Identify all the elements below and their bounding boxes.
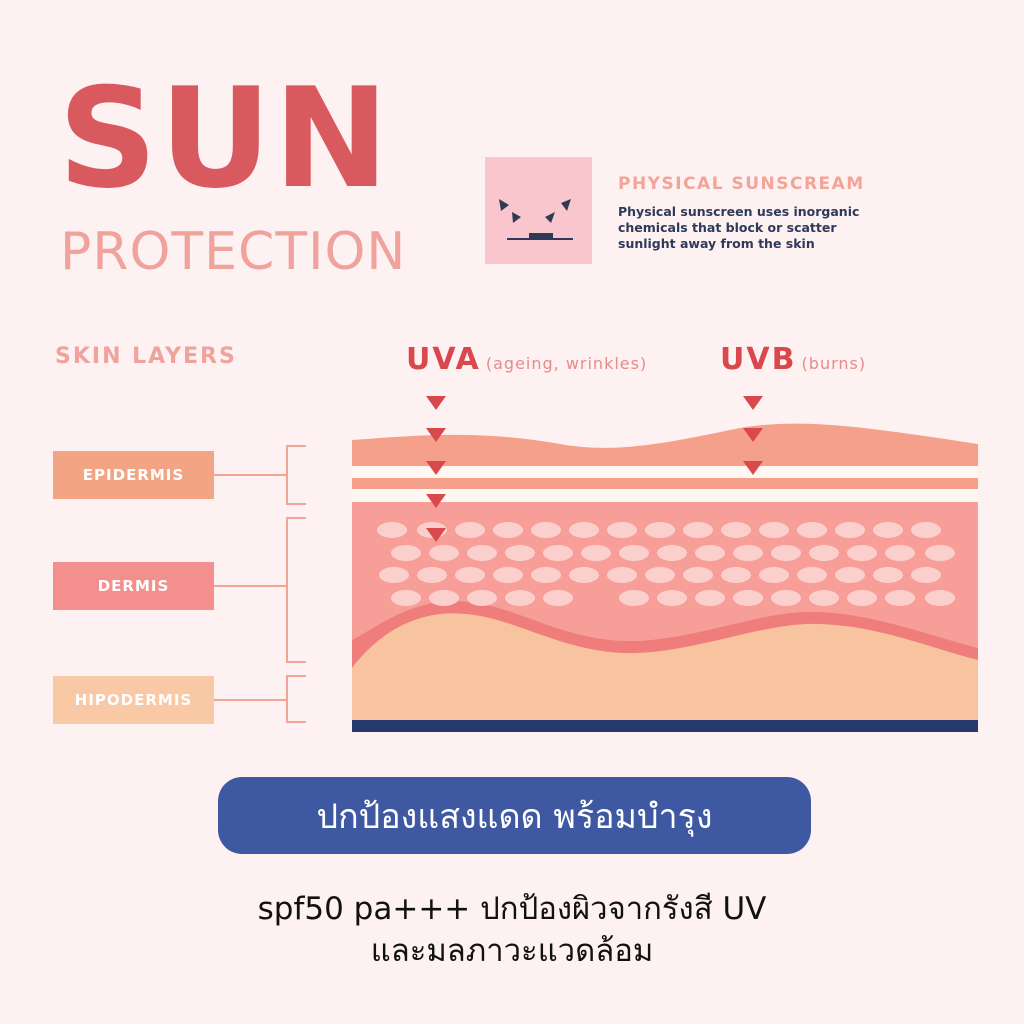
layer-brackets: [214, 445, 306, 723]
layer-label-epidermis: EPIDERMIS: [53, 451, 214, 499]
layer-label-dermis: DERMIS: [53, 562, 214, 610]
uva-arrows: [426, 396, 446, 542]
epidermis-bracket: [286, 445, 306, 505]
uvb-arrows: [743, 396, 763, 475]
epidermis-mid-layer: [352, 478, 978, 489]
uvb-arrow-icon: [743, 396, 763, 410]
uva-arrow-icon: [426, 396, 446, 410]
footer-line-2: และมลภาวะแวดล้อม: [370, 933, 654, 969]
sunscreen-reflect-icon: [485, 157, 592, 264]
epidermis-stripe-1: [352, 466, 978, 478]
dermis-bracket: [286, 517, 306, 663]
uvb-arrow-icon: [743, 461, 763, 475]
uva-arrow-icon: [426, 494, 446, 508]
footer-text: spf50 pa+++ ปกป้องผิวจากรังสี UV และมลภา…: [0, 888, 1024, 972]
banner-pill: ปกป้องแสงแดด พร้อมบำรุง: [218, 777, 811, 854]
dermis-border: [352, 601, 978, 668]
uva-arrow-icon: [426, 528, 446, 542]
uvb-arrow-icon: [743, 428, 763, 442]
uvb-note: (burns): [801, 354, 867, 373]
banner-text: ปกป้องแสงแดด พร้อมบำรุง: [316, 796, 713, 837]
epidermis-top-layer: [352, 423, 978, 466]
epidermis-stripe-2: [352, 489, 978, 502]
footer-line-1: spf50 pa+++ ปกป้องผิวจากรังสี UV: [257, 891, 767, 927]
uvb-heading: UVB (burns): [720, 342, 866, 377]
base-line: [352, 720, 978, 732]
layer-label-hipodermis: HIPODERMIS: [53, 676, 214, 724]
uva-note: (ageing, wrinkles): [485, 354, 648, 373]
uva-arrow-icon: [426, 461, 446, 475]
title-sun: SUN: [58, 58, 391, 219]
title-protection: PROTECTION: [60, 222, 407, 282]
dermis-cells: [377, 522, 955, 606]
skin-layers-label: SKIN LAYERS: [55, 344, 237, 369]
hipodermis-bracket: [286, 675, 306, 723]
uva-heading: UVA (ageing, wrinkles): [406, 342, 647, 377]
uva-label: UVA: [406, 342, 481, 377]
info-title: PHYSICAL SUNSCREAM: [618, 174, 865, 194]
uva-arrow-icon: [426, 428, 446, 442]
info-description: Physical sunscreen uses inorganic chemic…: [618, 204, 860, 251]
uvb-label: UVB: [720, 342, 797, 377]
